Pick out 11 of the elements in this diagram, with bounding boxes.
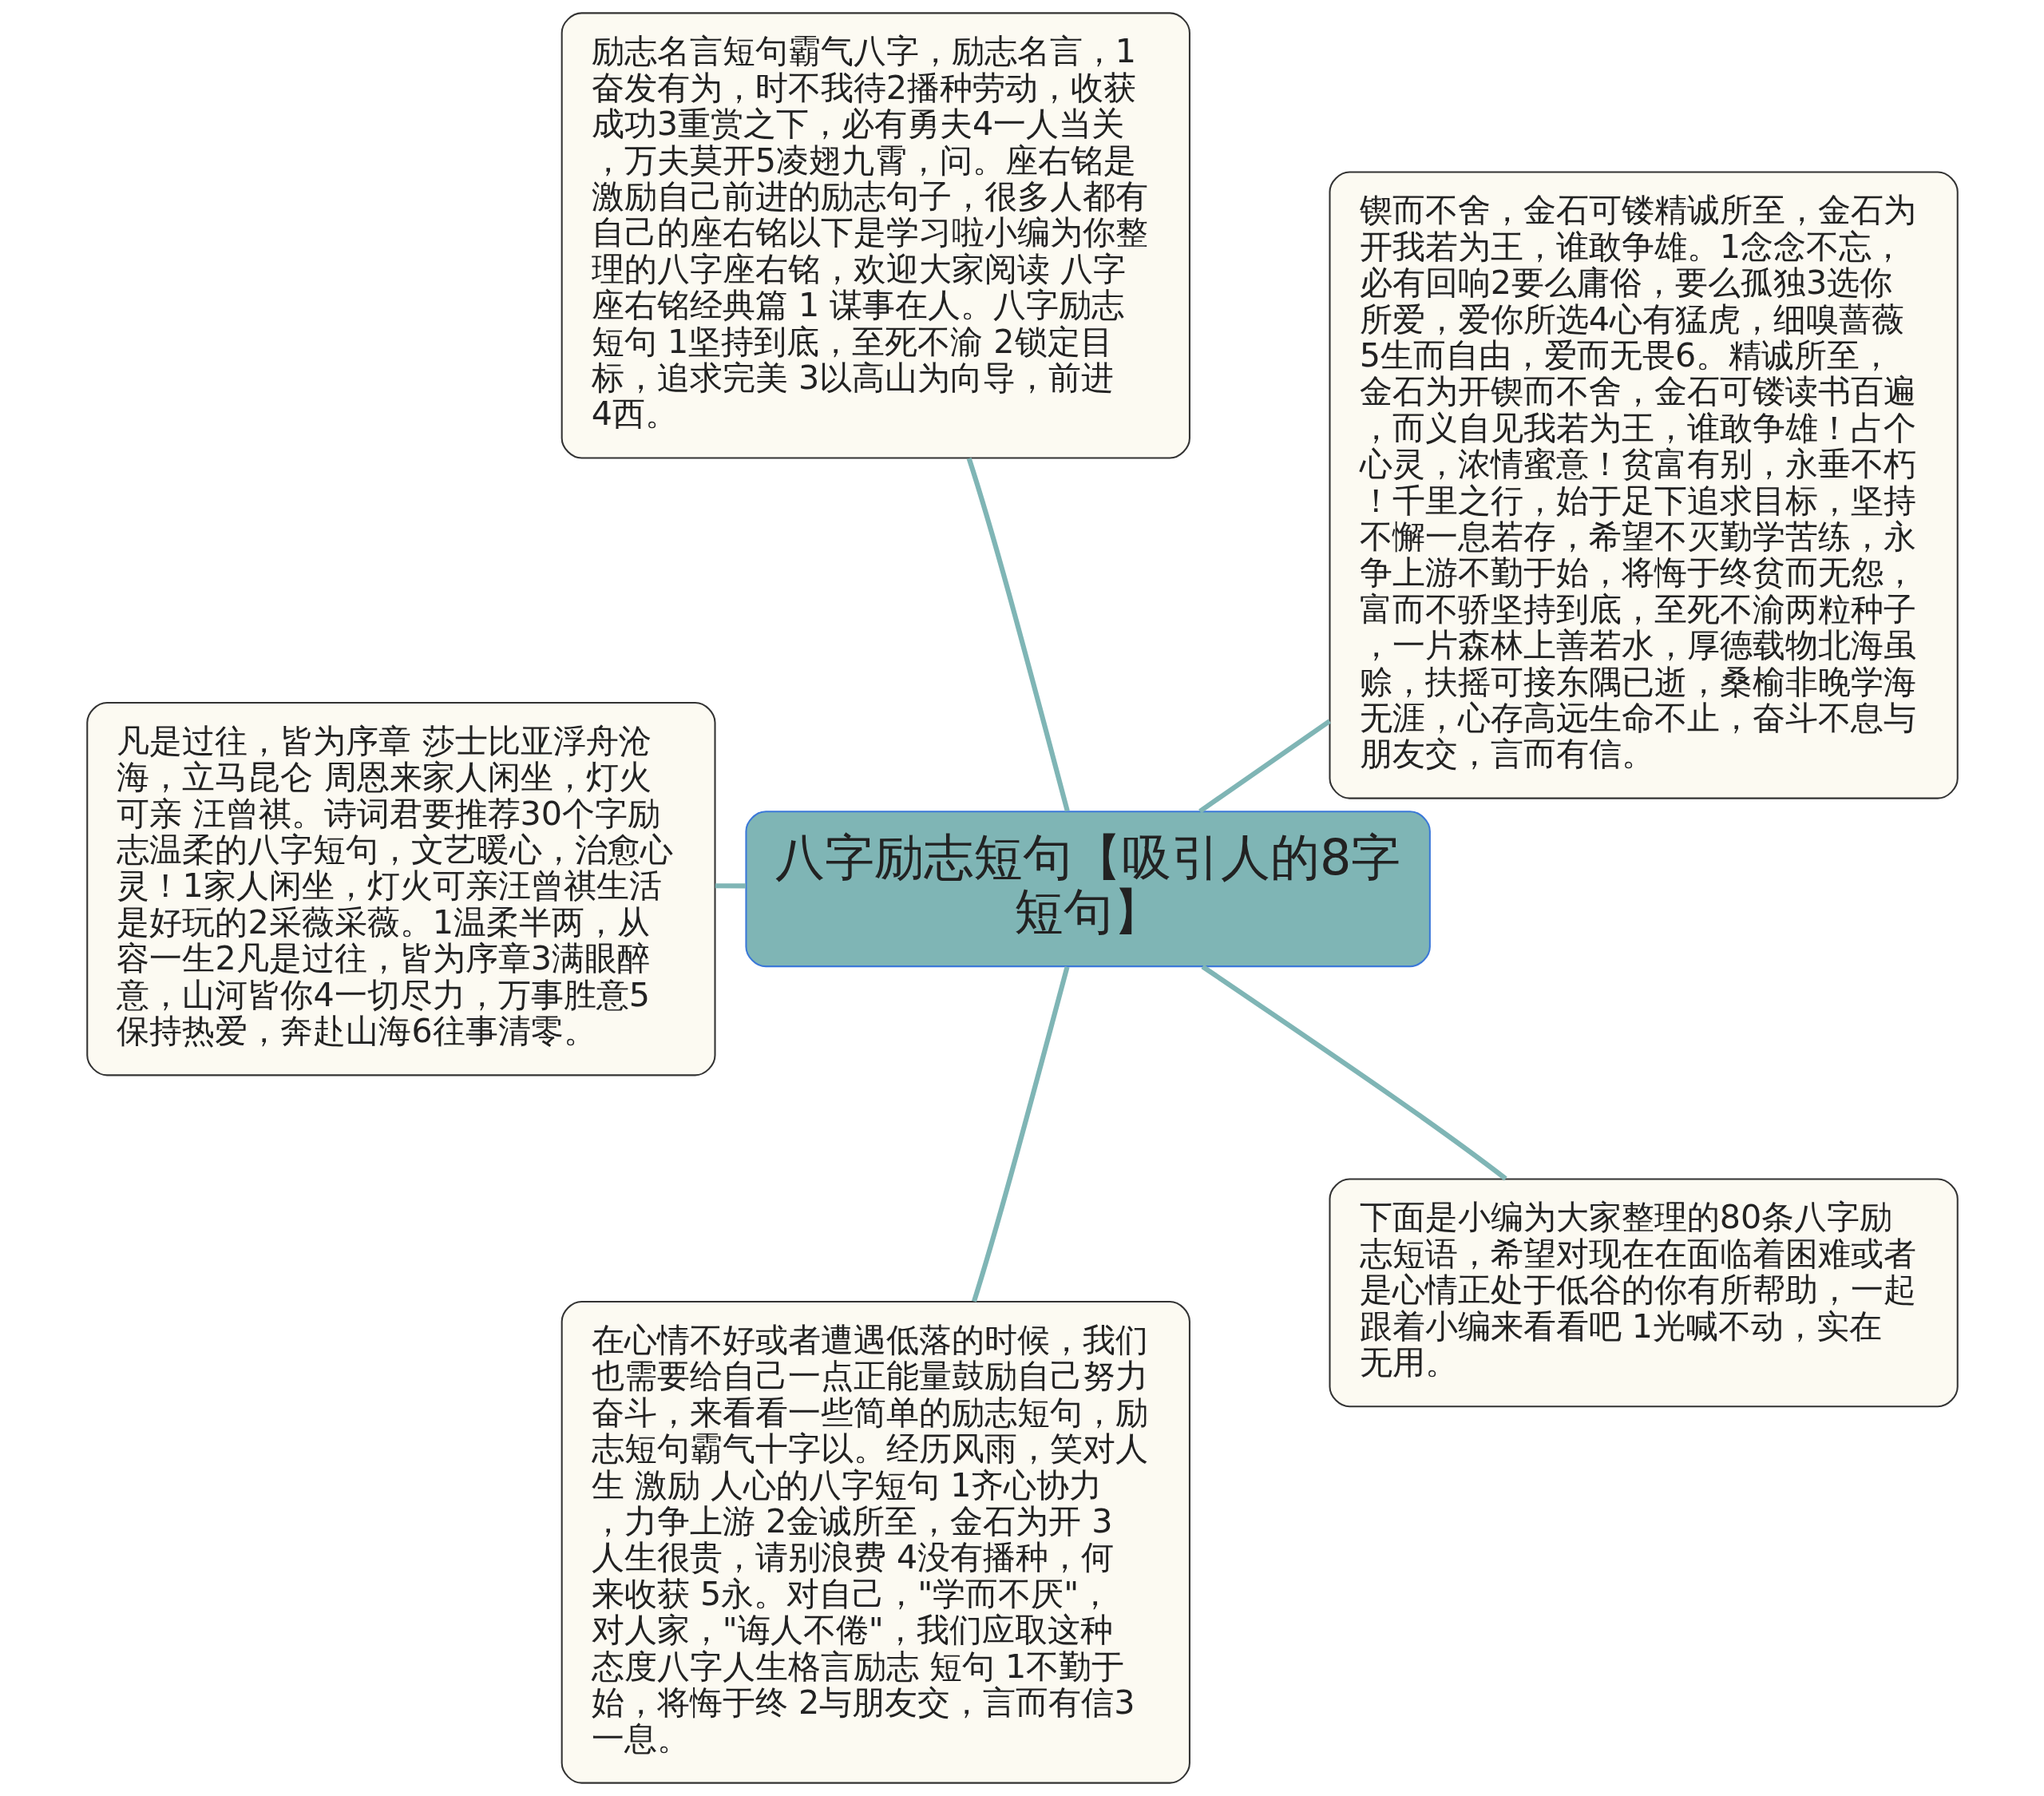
connector — [971, 965, 1070, 1302]
connector — [1200, 964, 1507, 1181]
node-box: 凡是过往，皆为序章 莎士比亚浮舟沧海，立马昆仑 周恩来家人闲坐，灯火可亲 汪曾祺。诗词君要推荐30个字励志温柔的八字短句，文艺暖心，治愈心灵！1家人闲坐，灯火可亲汪曾祺生活是好玩的2采薇采薇。1温柔半两，从容一生2凡是过往，皆为序章3满眼醉意，山河皆你4一切尽力，万事胜意5保持热爱，奔赴山海6往事清零。 — [85, 701, 716, 1076]
connector — [715, 883, 746, 889]
node-box: 锲而不舍，金石可镂精诚所至，金石为开我若为王，谁敢争雄。1念念不忘，必有回响2要么庸俗，要么孤独3选你所爱，爱你所选4心有猛虎，细嗅蔷薇5生而自由，爱而无畏6。精诚所至，金石为开锲而不舍，金石可镂读书百遍，而义自见我若为王，谁敢争雄！占个心灵，浓情蜜意！贫富有别，永垂不朽！千里之行，始于足下追求目标，坚持不懈一息若存，希望不灭勤学苦练，永争上游不勤于始，将悔于终贫而无怨，富而不骄坚持到底，至死不渝两粒种子，一片森林上善若水，厚德载物北海虽赊，扶摇可接东隅已逝，桑榆非晚学海无涯，心存高远生命不止，奋斗不息与朋友交，言而有信。 — [1328, 171, 1959, 799]
node-box: 八字励志短句【吸引人的8字短句】 — [744, 811, 1431, 968]
node-box: 下面是小编为大家整理的80条八字励志短语，希望对现在在面临着困难或者是心情正处于低谷的你有所帮助，一起跟着小编来看看吧 1光喊不动，实在无用。 — [1328, 1178, 1959, 1408]
node-box: 在心情不好或者遭遇低落的时候，我们也需要给自己一点正能量鼓励自己努力奋斗，来看看一些简单的励志短句，励志短句霸气十字以。经历风雨，笑对人生 激励 人心的八字短句 1齐心协力，力争上游 2金诚所至，金石为开 3人生很贵，请别浪费 4没有播种，何来收获 5永。对自己，"学而不厌"，对人家，"诲人不倦"，我们应取这种态度八字人生格言励志 短句 1不勤于始，将悔于终 2与朋友交，言而有信3一息。 — [561, 1301, 1190, 1784]
connector — [966, 458, 1070, 812]
node-box: 励志名言短句霸气八字，励志名言，1奋发有为，时不我待2播种劳动，收获成功3重赏之下，必有勇夫4一人当关，万夫莫开5凌翅九霄，问。座右铭是激励自己前进的励志句子，很多人都有自己的座右铭以下是学习啦小编为你整理的八字座右铭，欢迎大家阅读 八字座右铭经典篇 1 谋事在人。八字励志短句 1坚持到底，至死不渝 2锁定目标，追求完美 3以高山为向导，前进 4西。 — [561, 12, 1190, 459]
connector — [1198, 719, 1331, 814]
